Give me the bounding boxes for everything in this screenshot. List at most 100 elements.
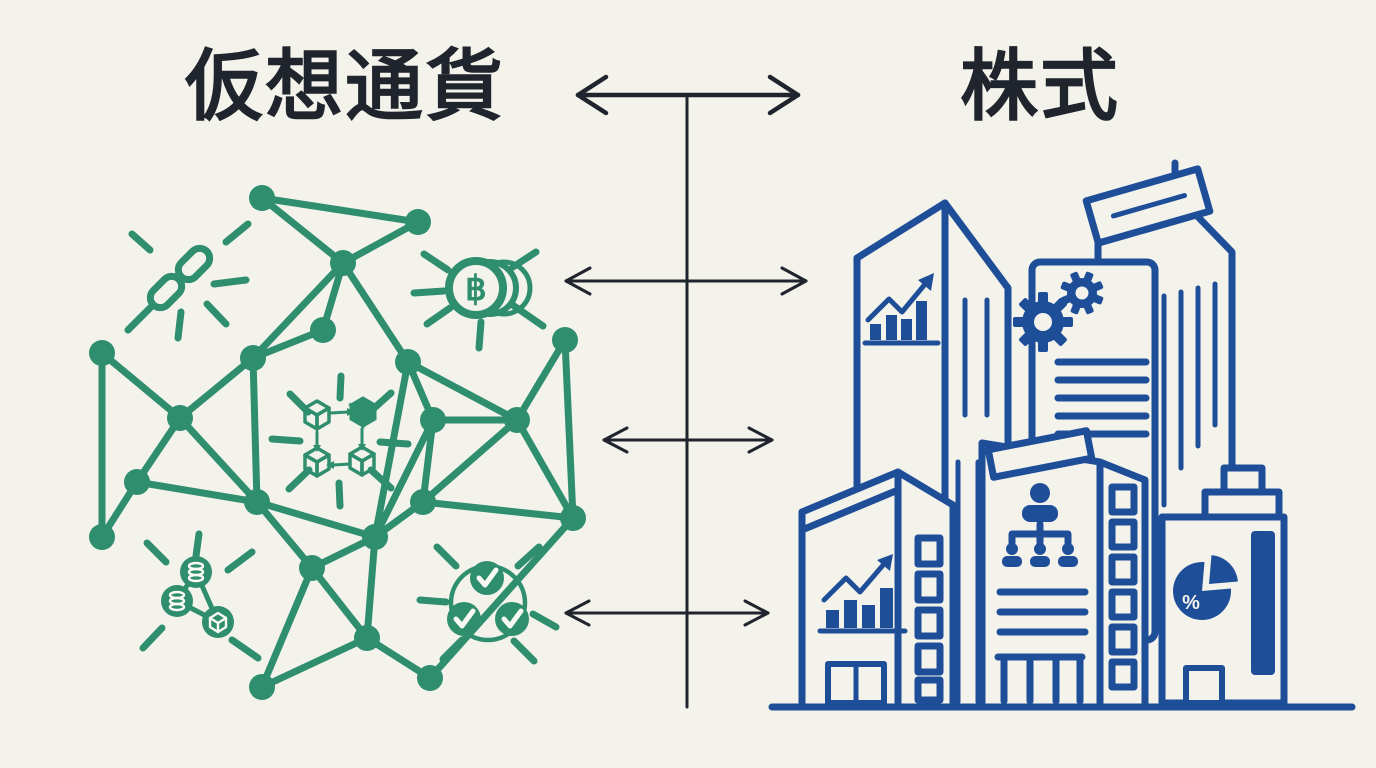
network-edge	[308, 564, 371, 642]
building-growth-low	[798, 468, 957, 707]
network-edge	[258, 564, 316, 691]
network-edge	[419, 416, 437, 506]
network-edge	[416, 596, 450, 606]
bitcoin-coins-icon: ฿	[445, 257, 533, 319]
divider-arrows	[564, 74, 808, 709]
network-edge	[133, 478, 261, 506]
network-node	[417, 665, 443, 691]
network-edge	[98, 349, 184, 422]
network-node	[395, 349, 421, 375]
network-node	[504, 407, 530, 433]
side-windows	[1108, 483, 1138, 691]
facade-lines	[996, 588, 1089, 636]
network-node	[405, 209, 431, 235]
network-node	[560, 505, 586, 531]
network-edge	[513, 336, 569, 424]
network-edge	[410, 287, 448, 297]
arrow-row-3	[602, 426, 774, 454]
network-node	[244, 489, 270, 515]
network-edge	[433, 543, 460, 570]
left-title: 仮想通貨	[184, 42, 505, 130]
crypto-network	[89, 185, 586, 700]
network-edge	[192, 530, 203, 560]
percent-symbol: %	[1182, 592, 1200, 614]
database-nodes-icon	[161, 556, 234, 638]
blockchain-cubes-icon	[303, 396, 378, 478]
growth-chart-icon-bottom	[817, 554, 908, 634]
right-title: 株式	[959, 42, 1120, 130]
network-edge	[258, 194, 422, 226]
network-edge	[128, 230, 154, 254]
network-edge	[143, 539, 170, 566]
network-node	[299, 555, 325, 581]
network-edge	[174, 308, 185, 342]
arrow-row-4	[564, 599, 770, 627]
network-edge	[376, 438, 412, 448]
network-nodes	[89, 185, 586, 700]
network-edge	[258, 634, 371, 691]
network-node	[354, 625, 380, 651]
arrow-row-2	[564, 266, 808, 296]
network-edge	[336, 372, 345, 402]
arrow-row-1	[575, 74, 801, 116]
network-node	[240, 345, 266, 371]
network-node	[167, 405, 193, 431]
network-edge	[561, 336, 577, 522]
network-edge	[423, 304, 454, 328]
side-windows	[914, 534, 944, 704]
background-tower	[955, 459, 981, 705]
pie-chart-icon: %	[1173, 555, 1238, 620]
org-chart-icon	[1002, 483, 1078, 567]
network-edge	[139, 624, 166, 652]
network-edge	[420, 250, 452, 274]
network-edge	[203, 300, 230, 328]
network-edge	[285, 466, 313, 493]
network-edge	[268, 435, 304, 445]
network-edge	[439, 636, 466, 663]
network-edge	[339, 218, 422, 267]
network-edge	[210, 276, 250, 288]
network-node	[410, 489, 436, 515]
verified-checks-icon	[447, 561, 529, 643]
network-edge	[371, 358, 412, 541]
chain-link-icon	[146, 244, 214, 312]
network-edge	[510, 637, 538, 665]
cityscape: %	[768, 159, 1356, 711]
network-edge	[367, 466, 395, 492]
bitcoin-symbol: ฿	[465, 270, 487, 308]
network-edge	[253, 498, 379, 541]
growth-chart-icon-top	[862, 273, 941, 346]
building-org-chart	[978, 427, 1149, 707]
network-node	[249, 674, 275, 700]
building-pie-tower: %	[1158, 464, 1288, 707]
network-node	[420, 407, 446, 433]
network-edge	[419, 498, 577, 522]
network-edge	[419, 416, 521, 506]
network-edge	[371, 416, 437, 541]
network-edge	[176, 354, 257, 422]
network-edge	[404, 358, 521, 424]
door	[1183, 665, 1225, 706]
network-node	[310, 317, 336, 343]
network-edge	[249, 259, 347, 362]
network-node	[362, 524, 388, 550]
network-edge	[475, 318, 485, 352]
network-node	[330, 250, 356, 276]
network-edge	[339, 259, 412, 366]
gears-icon	[1013, 271, 1104, 352]
network-edge	[249, 354, 261, 506]
network-edge	[258, 194, 347, 267]
network-edge	[363, 533, 379, 642]
door	[825, 661, 887, 706]
network-edge	[335, 479, 344, 510]
network-node	[89, 524, 115, 550]
rooftop-sign	[1082, 165, 1214, 247]
network-edge	[529, 610, 560, 631]
network-edge	[224, 548, 256, 574]
network-edge	[253, 498, 316, 572]
network-node	[89, 340, 115, 366]
network-edge	[513, 416, 577, 522]
network-edge	[514, 543, 543, 570]
